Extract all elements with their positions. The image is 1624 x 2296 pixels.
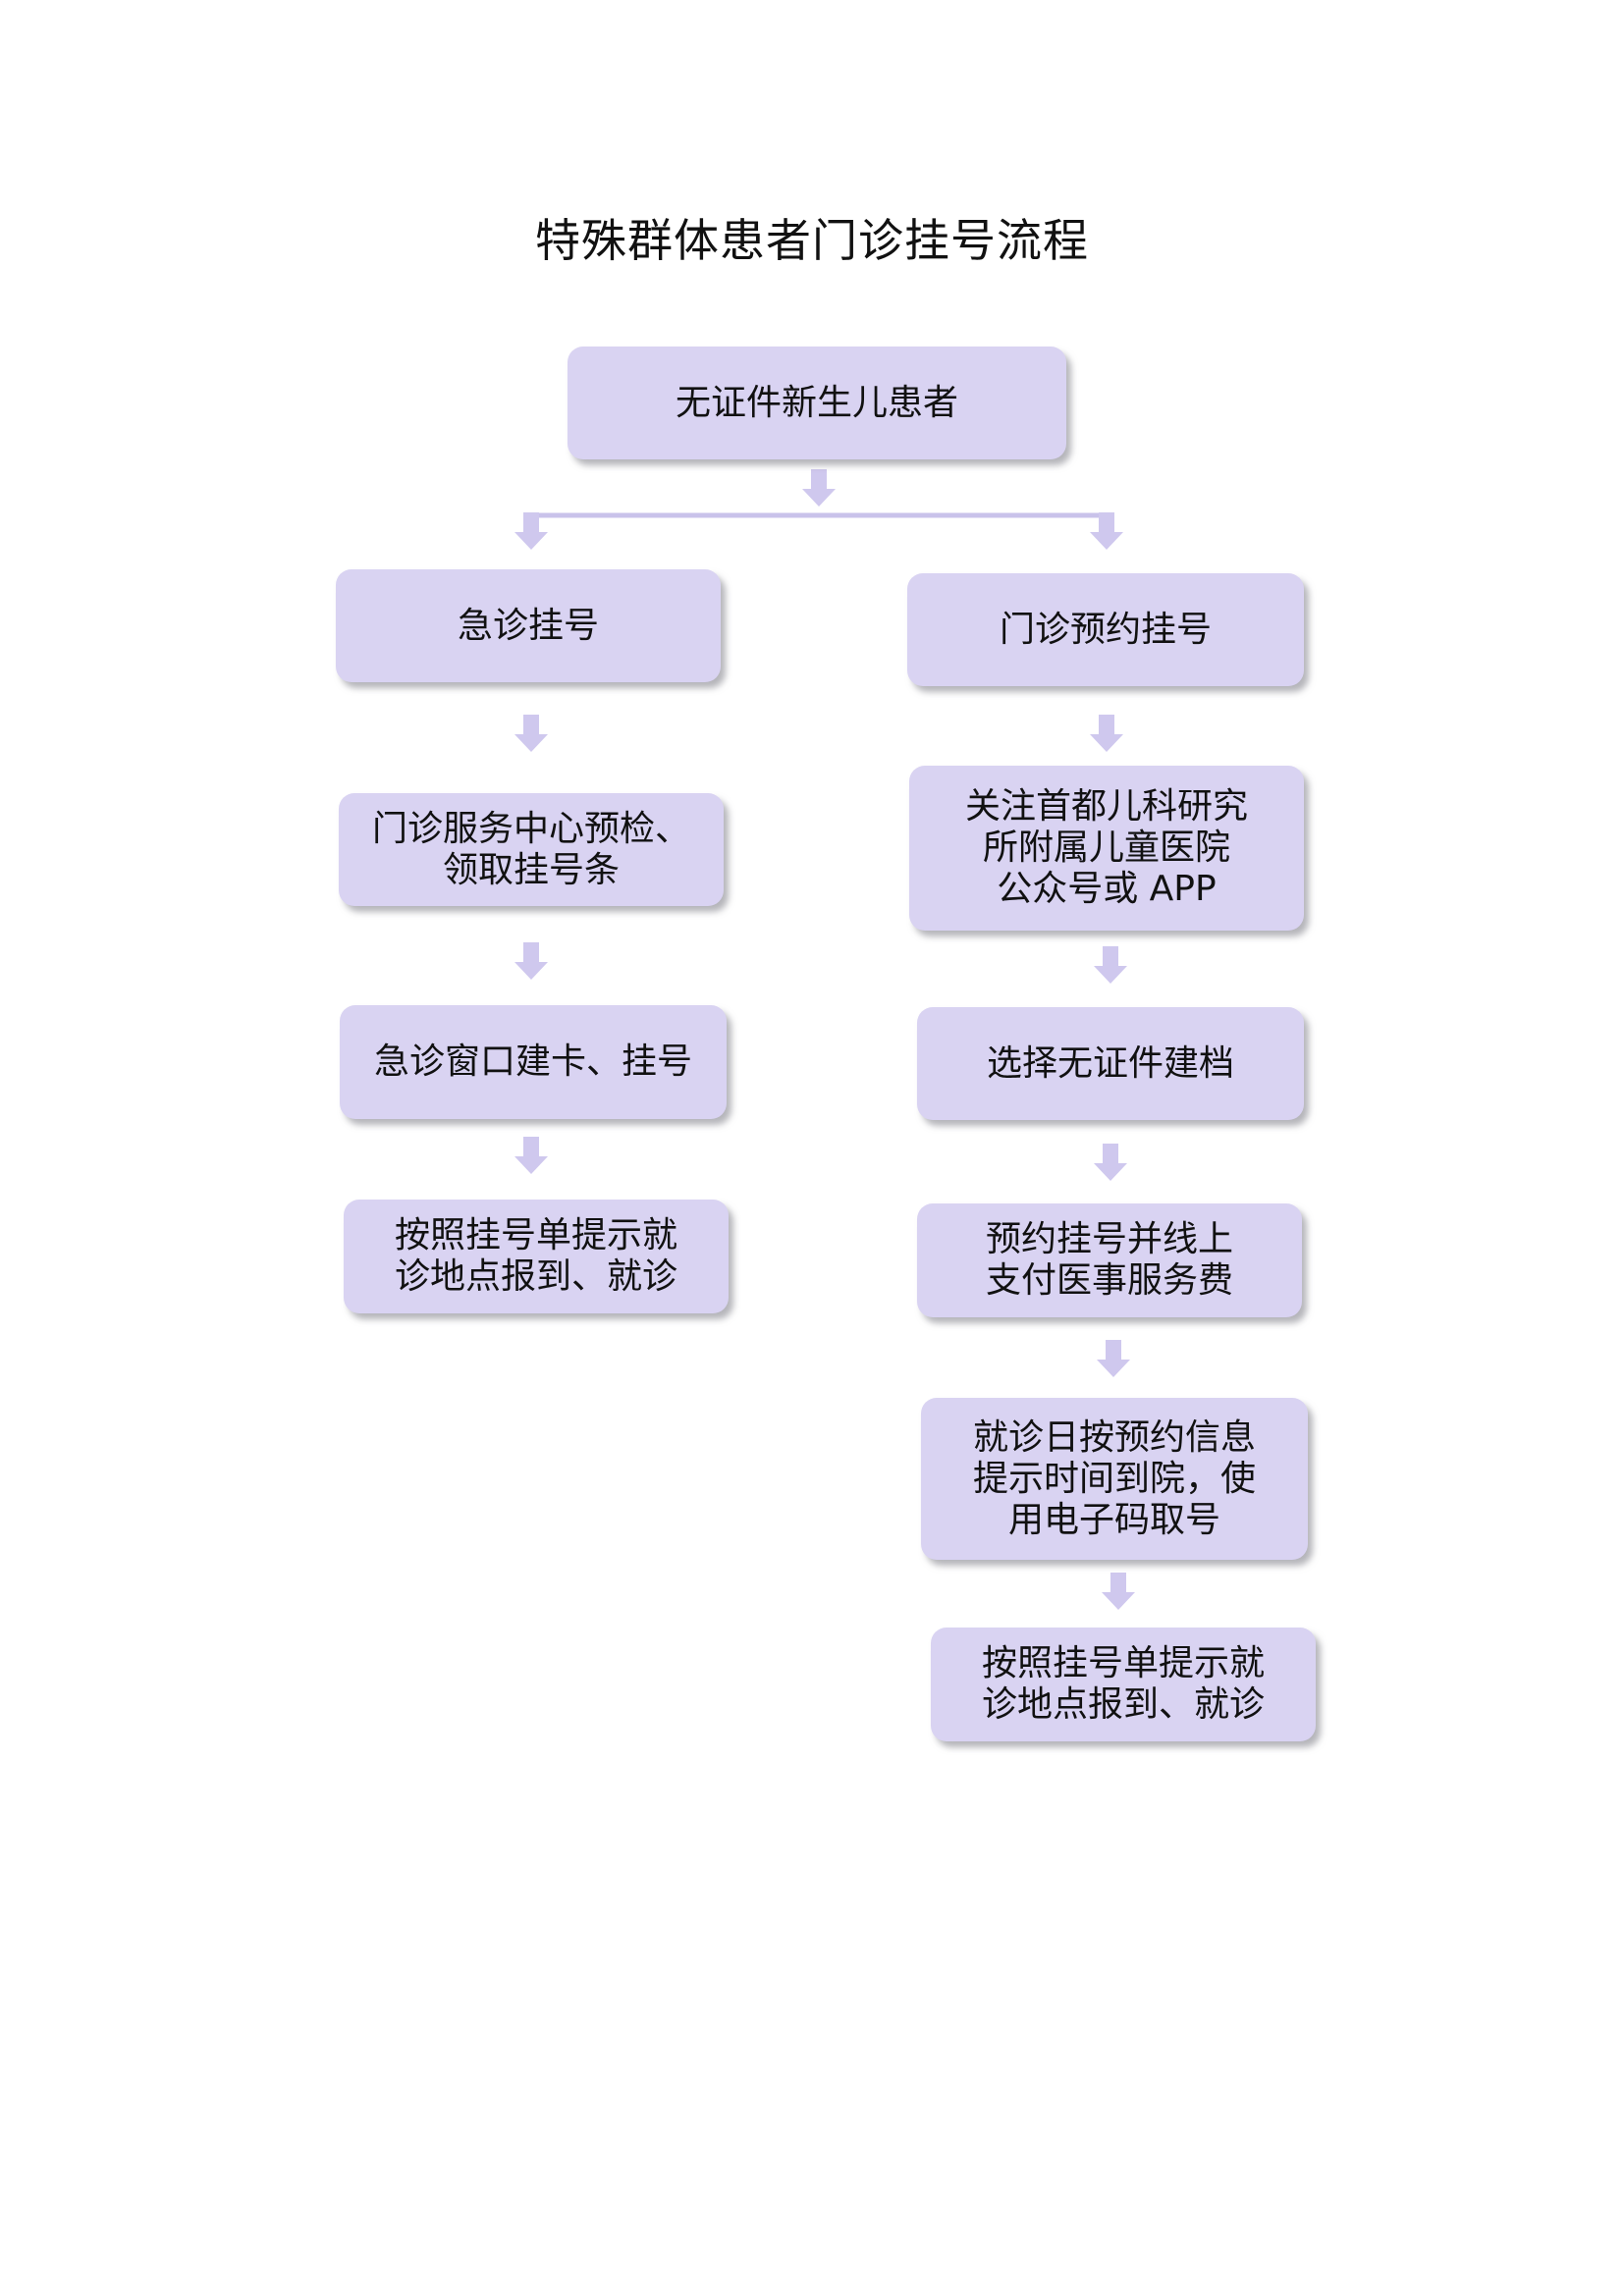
arrow-down-icon <box>514 1137 548 1174</box>
arrow-down-icon <box>1097 1340 1130 1377</box>
right-step-6-box: 按照挂号单提示就 诊地点报到、就诊 <box>931 1628 1316 1741</box>
arrow-down-icon <box>1094 946 1127 984</box>
left-step-4-box: 按照挂号单提示就 诊地点报到、就诊 <box>344 1200 729 1313</box>
left-step-4-line-1: 按照挂号单提示就 <box>394 1215 677 1255</box>
arrow-down-icon <box>514 715 548 752</box>
right-step-5-line-3: 用电子码取号 <box>1007 1499 1220 1540</box>
arrow-down-icon <box>514 942 548 980</box>
left-step-2-box: 门诊服务中心预检、 领取挂号条 <box>339 793 724 906</box>
left-step-2-line-1: 门诊服务中心预检、 <box>371 808 690 849</box>
arrow-down-icon <box>1090 715 1123 752</box>
left-step-4-line-2: 诊地点报到、就诊 <box>394 1256 677 1297</box>
right-step-4-line-1: 预约挂号并线上 <box>985 1219 1233 1259</box>
left-step-3-box: 急诊窗口建卡、挂号 <box>340 1005 727 1119</box>
flow-start-label: 无证件新生儿患者 <box>675 382 958 423</box>
right-step-2-line-3: 公众号或 APP <box>997 869 1217 909</box>
right-step-2-line-1: 关注首都儿科研究 <box>964 786 1248 827</box>
flow-start-box: 无证件新生儿患者 <box>568 347 1066 459</box>
right-step-6-line-1: 按照挂号单提示就 <box>981 1643 1265 1683</box>
right-step-3-box: 选择无证件建档 <box>917 1007 1304 1120</box>
right-step-5-box: 就诊日按预约信息 提示时间到院，使 用电子码取号 <box>921 1398 1308 1560</box>
left-step-1-label: 急诊挂号 <box>457 605 599 646</box>
left-step-2-line-2: 领取挂号条 <box>442 849 620 890</box>
left-step-3-label: 急诊窗口建卡、挂号 <box>373 1041 692 1082</box>
right-step-5-line-2: 提示时间到院，使 <box>972 1458 1256 1499</box>
right-step-3-label: 选择无证件建档 <box>986 1042 1234 1084</box>
arrow-down-icon <box>514 512 548 550</box>
page-title: 特殊群体患者门诊挂号流程 <box>535 214 1089 267</box>
right-step-4-line-2: 支付医事服务费 <box>985 1260 1233 1301</box>
right-step-4-box: 预约挂号并线上 支付医事服务费 <box>917 1203 1302 1317</box>
arrow-down-icon <box>1102 1573 1135 1610</box>
arrow-down-icon <box>802 469 836 507</box>
right-step-2-line-2: 所附属儿童医院 <box>982 828 1230 868</box>
right-step-6-line-2: 诊地点报到、就诊 <box>981 1684 1265 1725</box>
right-step-5-line-1: 就诊日按预约信息 <box>972 1416 1256 1458</box>
arrow-down-icon <box>1090 512 1123 550</box>
left-step-1-box: 急诊挂号 <box>336 569 721 682</box>
arrow-down-icon <box>1094 1144 1127 1181</box>
right-step-2-box: 关注首都儿科研究 所附属儿童医院 公众号或 APP <box>909 766 1304 931</box>
right-step-1-box: 门诊预约挂号 <box>907 573 1304 686</box>
right-step-1-label: 门诊预约挂号 <box>999 609 1212 650</box>
